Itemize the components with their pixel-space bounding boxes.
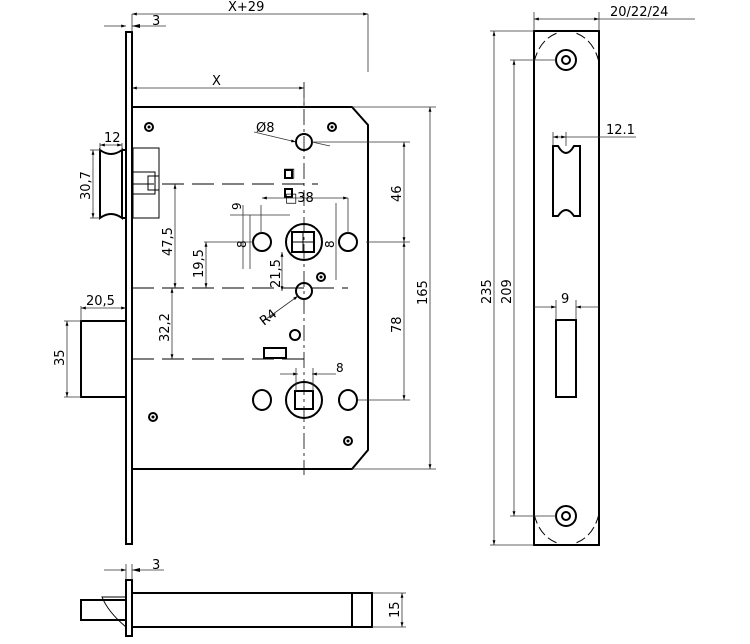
faceplate-view: 20/22/24 12.1 9 235 209: [480, 5, 695, 546]
dim-fixing-radius: R4: [257, 307, 280, 329]
dim-hole-diameter: Ø8: [256, 121, 275, 136]
dim-case-thickness: 15: [388, 601, 403, 618]
fixing-hole: [295, 282, 313, 300]
dim-bottom-faceplate-thickness: 3: [152, 558, 160, 573]
dim-overall-length: 235: [480, 279, 495, 304]
dim-cylinder-offset: 19,5: [192, 249, 207, 278]
dim-latch-to-follower: 47,5: [161, 227, 176, 256]
small-hole: [289, 329, 301, 341]
dim-spindle-spacing: □38: [285, 191, 314, 206]
front-view: X+29 3 X Ø8 12 30,7 47,5 19,5: [53, 0, 436, 545]
bottom-latch: [80, 599, 127, 621]
dim-hole-spacing-c: 8: [323, 240, 337, 248]
follower-lower: [252, 381, 358, 419]
dim-latch-slot-width: 12.1: [606, 123, 635, 138]
dim-screw-spacing: 209: [500, 279, 515, 304]
dim-faceplate-thickness: 3: [152, 14, 160, 29]
latch-slot: [552, 145, 581, 217]
dim-deadbolt-projection: 20,5: [86, 294, 115, 309]
dim-top-overall: X+29: [228, 0, 264, 15]
dim-latch-width: 12: [104, 131, 121, 146]
dim-latch-to-deadbolt: 32,2: [158, 313, 173, 342]
dim-latch-height: 30,7: [79, 171, 94, 200]
faceplate-outline: [533, 30, 600, 546]
bolt-slot: [555, 319, 577, 398]
latch-stem: [132, 171, 156, 195]
dim-fixing-offset: 21,5: [269, 259, 284, 288]
bottom-case: [131, 592, 373, 628]
dim-bolt-slot-width: 9: [561, 292, 569, 307]
dim-follower-to-cylinder: 78: [390, 316, 405, 333]
dim-hole-spacing-b: 9: [230, 202, 244, 210]
case-screw-icon: [144, 122, 353, 446]
latch-stem-inner: [147, 175, 160, 191]
dim-deadbolt-height: 35: [53, 349, 68, 366]
top-screw-icon: [555, 49, 577, 71]
bottom-screw-icon: [555, 505, 577, 527]
bottom-view: 3 15: [80, 558, 406, 637]
dim-spindle-square-a: □: [283, 166, 295, 181]
dim-hole-spacing-a: 8: [235, 240, 249, 248]
dim-case-height: 165: [416, 280, 431, 305]
latch-bolt: [99, 148, 126, 220]
dim-backset: X: [212, 74, 221, 89]
follower-upper: [252, 223, 358, 261]
small-slot: [263, 347, 287, 359]
dim-lower-square: 8: [336, 361, 344, 375]
deadbolt: [80, 320, 127, 398]
dim-faceplate-width: 20/22/24: [610, 5, 668, 20]
small-square-a: [284, 169, 293, 179]
dim-follower-to-top-hole: 46: [390, 185, 405, 202]
